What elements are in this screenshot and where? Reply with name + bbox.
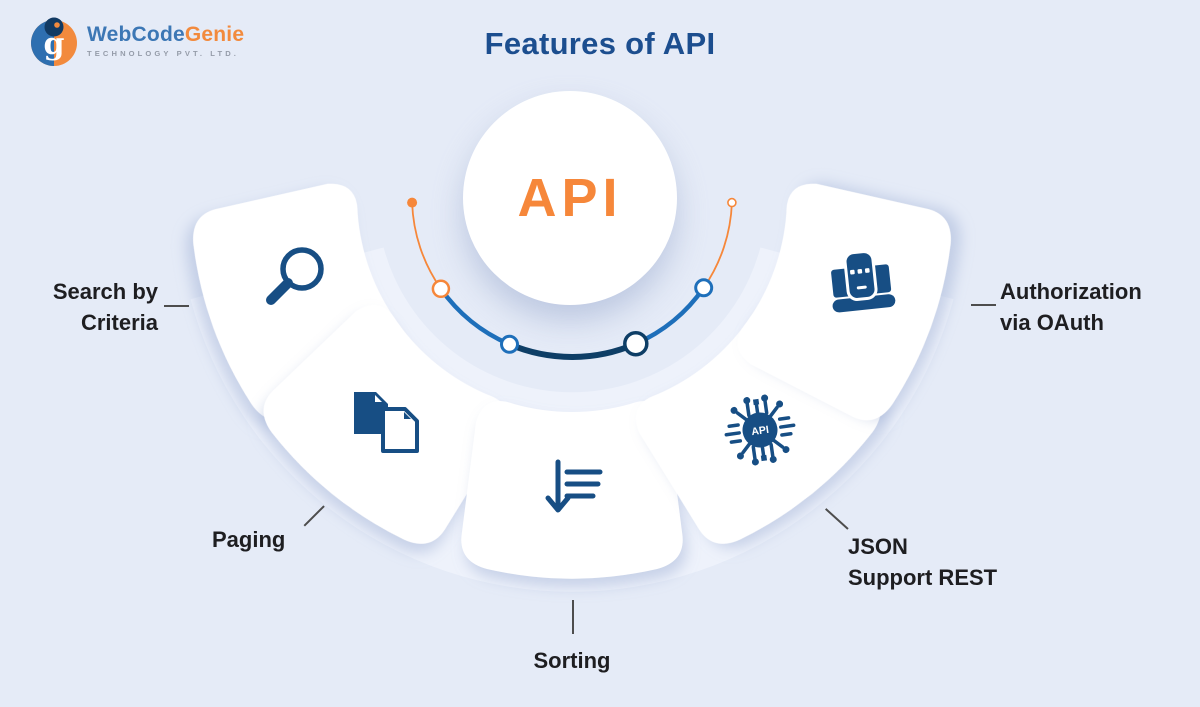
label-line: Paging	[212, 527, 286, 552]
search-icon	[266, 247, 324, 305]
label-line: Authorization	[1000, 279, 1142, 304]
sort-descending-icon	[545, 459, 603, 513]
brand-name-orange: Genie	[184, 23, 245, 46]
brand-logo-icon: g	[31, 17, 77, 66]
arc-node-4	[694, 278, 714, 298]
brand-name: WebCodeGenie	[87, 23, 245, 46]
arc-node-start-dot	[407, 197, 418, 208]
connector-sorting	[572, 600, 574, 634]
arc-node-end-ring	[727, 197, 737, 208]
label-line: Criteria	[80, 310, 158, 335]
api-chip-icon: API	[724, 394, 796, 466]
label-line: Support REST	[848, 565, 998, 590]
laptop-auth-icon	[831, 250, 896, 313]
documents-icon	[354, 392, 419, 453]
arc-node-2	[500, 334, 519, 354]
brand-tagline: TECHNOLOGY PVT. LTD.	[87, 49, 240, 58]
label-authorization-via-oauth: Authorization via OAuth	[1000, 276, 1142, 338]
arc-node-3	[623, 330, 649, 357]
label-line: via OAuth	[1000, 310, 1104, 335]
label-line: Sorting	[533, 648, 611, 673]
page-title: Features of API	[484, 26, 716, 61]
label-line: JSON	[848, 534, 908, 559]
connector-auth	[971, 304, 996, 306]
arc-node-1	[431, 279, 451, 299]
label-sorting: Sorting	[502, 645, 642, 676]
arc-nodes	[407, 197, 737, 357]
center-api-circle: API	[463, 91, 677, 305]
brand-name-blue: WebCode	[87, 23, 185, 46]
brand-logo-text: WebCodeGenie TECHNOLOGY PVT. LTD.	[87, 16, 244, 58]
label-paging: Paging	[212, 524, 285, 555]
logo-glyph: g	[44, 27, 65, 62]
label-json-support-rest: JSON Support REST	[848, 531, 997, 593]
brand-logo: WebCodeGenie TECHNOLOGY PVT. LTD.	[29, 16, 244, 66]
label-search-by-criteria: Search by Criteria	[20, 276, 158, 338]
center-api-label: API	[517, 168, 623, 228]
label-line: Search by	[52, 279, 158, 304]
chip-label: API	[751, 424, 770, 438]
connector-search	[164, 305, 189, 307]
